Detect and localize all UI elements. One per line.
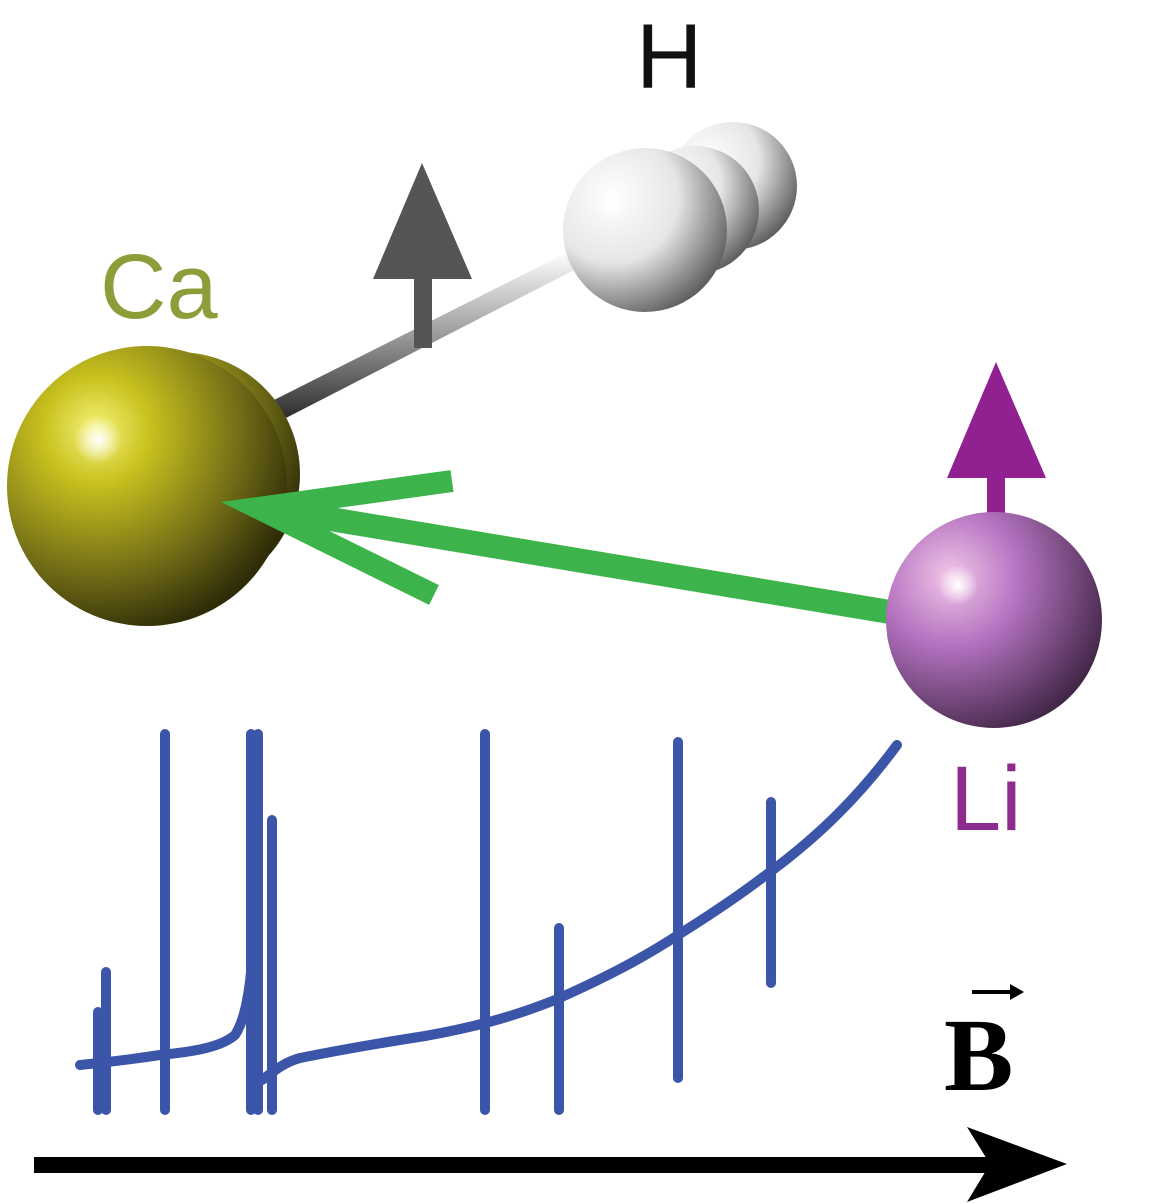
calcium-atom-icon bbox=[7, 346, 300, 626]
interaction-arrow-icon bbox=[221, 470, 892, 624]
magnetic-field-label: B bbox=[944, 984, 1024, 1113]
lithium-label: Li bbox=[950, 748, 1022, 850]
lithium-atom-icon bbox=[886, 512, 1102, 728]
resonance-trace bbox=[75, 729, 902, 1115]
field-axis-arrow-icon bbox=[34, 1127, 1067, 1202]
lithium-spin-arrow-icon bbox=[947, 362, 1046, 520]
calcium-label: Ca bbox=[100, 236, 218, 338]
hydrogen-spin-arrow-icon bbox=[373, 163, 472, 348]
hydrogen-atom-icon bbox=[563, 122, 797, 312]
hydrogen-label: H bbox=[636, 6, 702, 108]
trace-dot bbox=[421, 1031, 431, 1041]
vector-arrow-icon bbox=[972, 984, 1024, 1000]
magnetic-field-symbol: B bbox=[944, 998, 1013, 1113]
